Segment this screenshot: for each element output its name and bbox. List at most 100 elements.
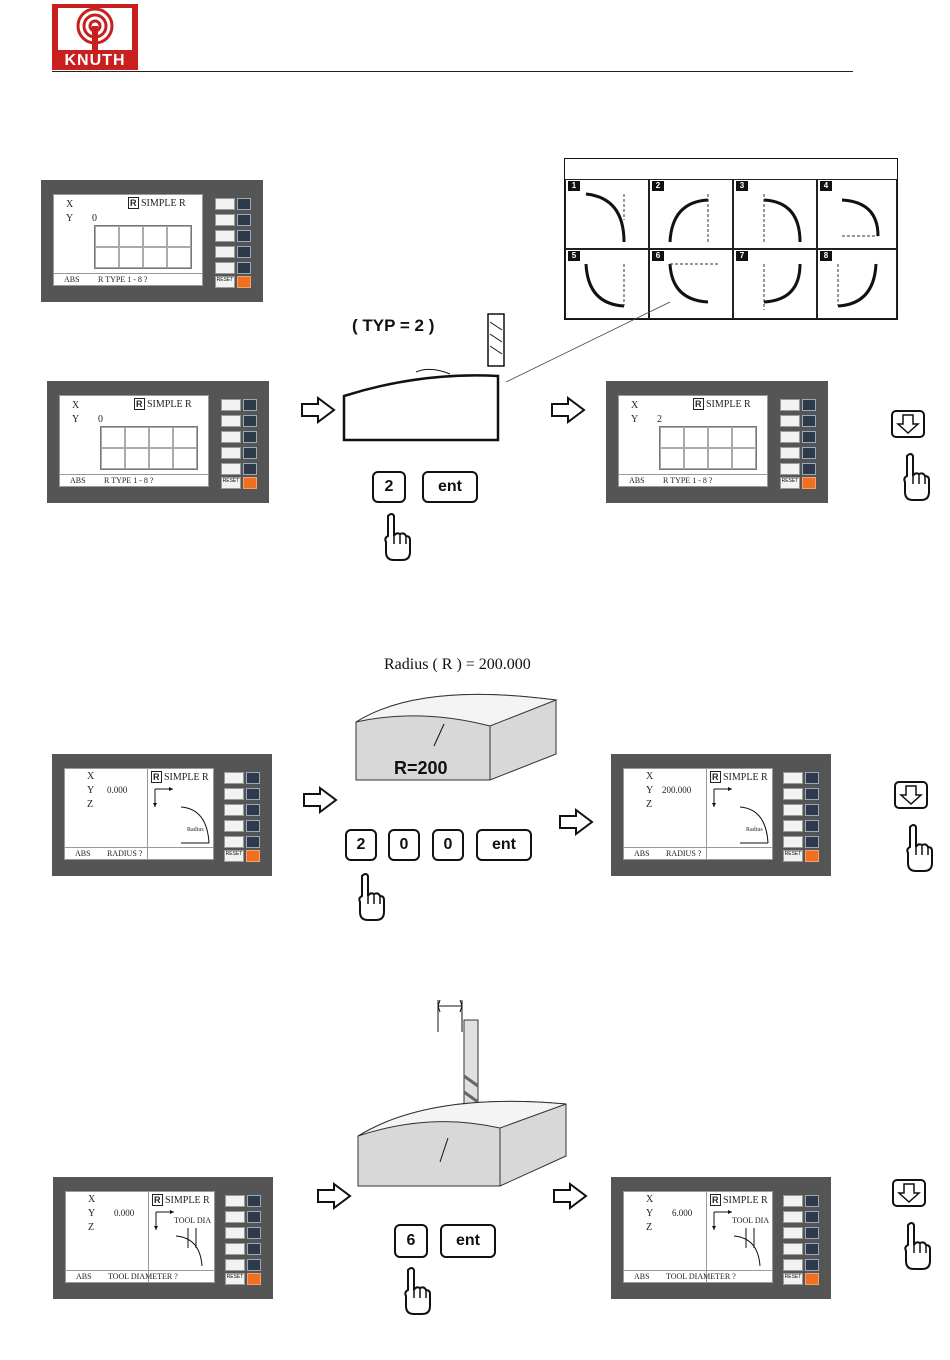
softkey-4[interactable] xyxy=(783,1243,803,1255)
softkey-4[interactable] xyxy=(224,820,244,832)
reset-key[interactable]: RESET xyxy=(225,1273,245,1285)
function-key-2[interactable] xyxy=(243,415,257,427)
softkey-3[interactable] xyxy=(215,230,235,242)
function-key-4[interactable] xyxy=(237,246,251,258)
softkey-3[interactable] xyxy=(780,431,800,443)
key-6[interactable]: 6 xyxy=(394,1224,428,1258)
orange-key[interactable] xyxy=(805,850,819,862)
function-key-3[interactable] xyxy=(247,1227,261,1239)
workpiece-radius-drawing xyxy=(355,693,558,781)
function-key-2[interactable] xyxy=(247,1211,261,1223)
softkey-2[interactable] xyxy=(783,1211,803,1223)
function-key-2[interactable] xyxy=(802,415,816,427)
reset-key[interactable]: RESET xyxy=(215,276,235,288)
softkey-3[interactable] xyxy=(783,804,803,816)
function-key-3[interactable] xyxy=(243,431,257,443)
softkey-3[interactable] xyxy=(783,1227,803,1239)
softkey-4[interactable] xyxy=(225,1243,245,1255)
function-key-1[interactable] xyxy=(802,399,816,411)
softkey-4[interactable] xyxy=(783,820,803,832)
key-2[interactable]: 2 xyxy=(372,471,406,503)
function-key-3[interactable] xyxy=(237,230,251,242)
function-key-1[interactable] xyxy=(805,1195,819,1207)
function-key-2[interactable] xyxy=(237,214,251,226)
function-key-1[interactable] xyxy=(237,198,251,210)
softkey-2[interactable] xyxy=(221,415,241,427)
function-key-4[interactable] xyxy=(246,820,260,832)
function-key-5[interactable] xyxy=(802,463,816,475)
function-key-5[interactable] xyxy=(237,262,251,274)
reset-key[interactable]: RESET xyxy=(783,850,803,862)
softkey-4[interactable] xyxy=(221,447,241,459)
function-key-5[interactable] xyxy=(805,836,819,848)
softkey-1[interactable] xyxy=(225,1195,245,1207)
enter-key[interactable]: ent xyxy=(476,829,532,861)
reset-key[interactable]: RESET xyxy=(780,477,800,489)
orange-key[interactable] xyxy=(246,850,260,862)
function-key-3[interactable] xyxy=(246,804,260,816)
orange-key[interactable] xyxy=(247,1273,261,1285)
function-key-2[interactable] xyxy=(246,788,260,800)
orange-key[interactable] xyxy=(802,477,816,489)
function-key-2[interactable] xyxy=(805,1211,819,1223)
function-key-5[interactable] xyxy=(805,1259,819,1271)
key-2[interactable]: 2 xyxy=(345,829,377,861)
r-type-thumbnails xyxy=(100,426,198,470)
softkey-5[interactable] xyxy=(225,1259,245,1271)
softkey-3[interactable] xyxy=(221,431,241,443)
key-0[interactable]: 0 xyxy=(388,829,420,861)
key-0-second[interactable]: 0 xyxy=(432,829,464,861)
down-arrow-key[interactable] xyxy=(894,781,928,809)
softkey-2[interactable] xyxy=(225,1211,245,1223)
axis-diagram xyxy=(154,1210,203,1267)
function-key-3[interactable] xyxy=(805,1227,819,1239)
softkey-1[interactable] xyxy=(783,772,803,784)
orange-key[interactable] xyxy=(805,1273,819,1285)
softkey-5[interactable] xyxy=(783,836,803,848)
softkey-4[interactable] xyxy=(215,246,235,258)
down-arrow-key[interactable] xyxy=(891,410,925,438)
reset-key[interactable]: RESET xyxy=(783,1273,803,1285)
function-key-4[interactable] xyxy=(243,447,257,459)
softkey-5[interactable] xyxy=(215,262,235,274)
softkey-5[interactable] xyxy=(780,463,800,475)
softkey-2[interactable] xyxy=(215,214,235,226)
function-key-2[interactable] xyxy=(805,788,819,800)
enter-key[interactable]: ent xyxy=(422,471,478,503)
reset-key[interactable]: RESET xyxy=(224,850,244,862)
reset-key[interactable]: RESET xyxy=(221,477,241,489)
softkey-1[interactable] xyxy=(224,772,244,784)
function-key-1[interactable] xyxy=(247,1195,261,1207)
softkey-5[interactable] xyxy=(783,1259,803,1271)
softkey-1[interactable] xyxy=(215,198,235,210)
function-key-3[interactable] xyxy=(805,804,819,816)
softkey-1[interactable] xyxy=(783,1195,803,1207)
softkey-2[interactable] xyxy=(224,788,244,800)
softkey-4[interactable] xyxy=(780,447,800,459)
softkey-2[interactable] xyxy=(783,788,803,800)
softkey-3[interactable] xyxy=(224,804,244,816)
function-key-4[interactable] xyxy=(802,447,816,459)
softkey-1[interactable] xyxy=(221,399,241,411)
softkey-5[interactable] xyxy=(224,836,244,848)
function-key-1[interactable] xyxy=(805,772,819,784)
softkey-1[interactable] xyxy=(780,399,800,411)
function-key-3[interactable] xyxy=(802,431,816,443)
softkey-2[interactable] xyxy=(780,415,800,427)
orange-key[interactable] xyxy=(243,477,257,489)
pointing-hand-icon xyxy=(358,873,385,921)
function-key-5[interactable] xyxy=(247,1259,261,1271)
softkey-5[interactable] xyxy=(221,463,241,475)
function-key-5[interactable] xyxy=(243,463,257,475)
function-key-1[interactable] xyxy=(243,399,257,411)
function-key-5[interactable] xyxy=(246,836,260,848)
screen-title: SIMPLE R xyxy=(723,1195,768,1206)
function-key-4[interactable] xyxy=(805,1243,819,1255)
function-key-4[interactable] xyxy=(805,820,819,832)
down-arrow-key[interactable] xyxy=(892,1179,926,1207)
softkey-3[interactable] xyxy=(225,1227,245,1239)
function-key-4[interactable] xyxy=(247,1243,261,1255)
enter-key[interactable]: ent xyxy=(440,1224,496,1258)
function-key-1[interactable] xyxy=(246,772,260,784)
orange-key[interactable] xyxy=(237,276,251,288)
